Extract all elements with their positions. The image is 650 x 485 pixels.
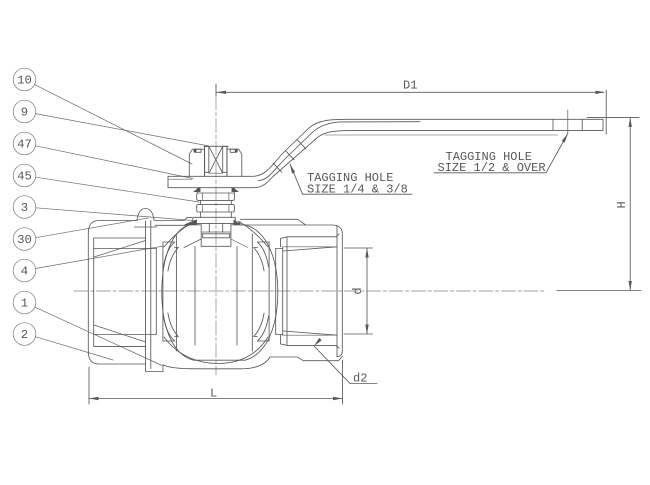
svg-text:3: 3 [21,201,28,215]
svg-text:d2: d2 [353,372,367,386]
svg-text:30: 30 [17,233,32,247]
svg-text:TAGGING HOLE: TAGGING HOLE [446,150,532,164]
svg-text:1: 1 [21,297,28,311]
svg-text:D1: D1 [403,79,417,93]
svg-text:2: 2 [21,328,28,342]
svg-text:TAGGING HOLE: TAGGING HOLE [307,171,393,185]
svg-text:47: 47 [17,138,32,152]
svg-text:SIZE 1/2 & OVER: SIZE 1/2 & OVER [438,161,546,175]
svg-text:H: H [615,201,629,208]
svg-text:9: 9 [21,106,28,120]
svg-text:10: 10 [17,74,32,88]
svg-text:d: d [351,287,365,294]
svg-text:45: 45 [17,170,32,184]
svg-text:L: L [210,387,217,401]
svg-text:SIZE 1/4 & 3/8: SIZE 1/4 & 3/8 [307,183,408,197]
svg-text:4: 4 [21,265,28,279]
